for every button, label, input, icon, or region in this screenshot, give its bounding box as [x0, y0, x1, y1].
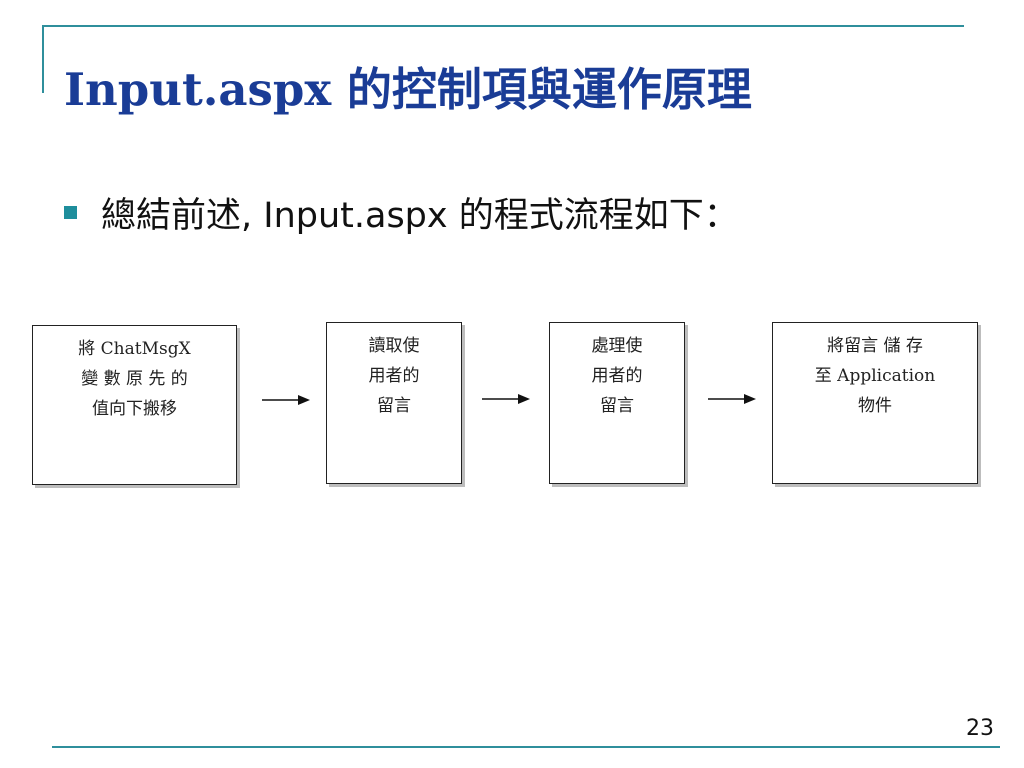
flow-step-4: 將留言 儲 存 至 Application 物件 [772, 322, 978, 484]
frame-top-rule [42, 25, 964, 27]
flow-step-2-line-3: 留言 [377, 396, 411, 416]
bullet-item: 總結前述, Input.aspx 的程式流程如下： [64, 188, 739, 236]
flow-step-3-line-2: 用者的 [591, 366, 643, 386]
flow-step-1-line-3: 值向下搬移 [92, 399, 177, 419]
flow-step-1: 將 ChatMsgX 變 數 原 先 的 值向下搬移 [32, 325, 237, 485]
flow-step-4-line-2: 至 Application [814, 366, 936, 386]
slide-title: Input.aspx 的控制項與運作原理 [64, 63, 752, 116]
bullet-square-icon [64, 205, 77, 219]
bullet-text: 總結前述, Input.aspx 的程式流程如下： [101, 195, 739, 236]
flow-step-4-line-1: 將留言 儲 存 [827, 336, 923, 356]
flow-step-3-line-1: 處理使 [591, 336, 643, 356]
arrow-right-icon [262, 395, 310, 405]
flow-step-1-line-2: 變 數 原 先 的 [81, 369, 188, 389]
frame-left-rule [42, 25, 44, 93]
flow-step-3-line-3: 留言 [600, 396, 634, 416]
flow-step-4-line-3: 物件 [858, 396, 892, 416]
flow-step-2-line-2: 用者的 [368, 366, 420, 386]
arrow-right-icon [708, 394, 756, 404]
flow-step-2: 讀取使 用者的 留言 [326, 322, 462, 484]
arrow-right-icon [482, 394, 530, 404]
flow-step-3: 處理使 用者的 留言 [549, 322, 685, 484]
flow-step-2-line-1: 讀取使 [368, 336, 420, 356]
page-number: 23 [966, 716, 994, 741]
flow-step-1-line-1: 將 ChatMsgX [78, 339, 191, 359]
frame-bottom-rule [52, 746, 1000, 748]
